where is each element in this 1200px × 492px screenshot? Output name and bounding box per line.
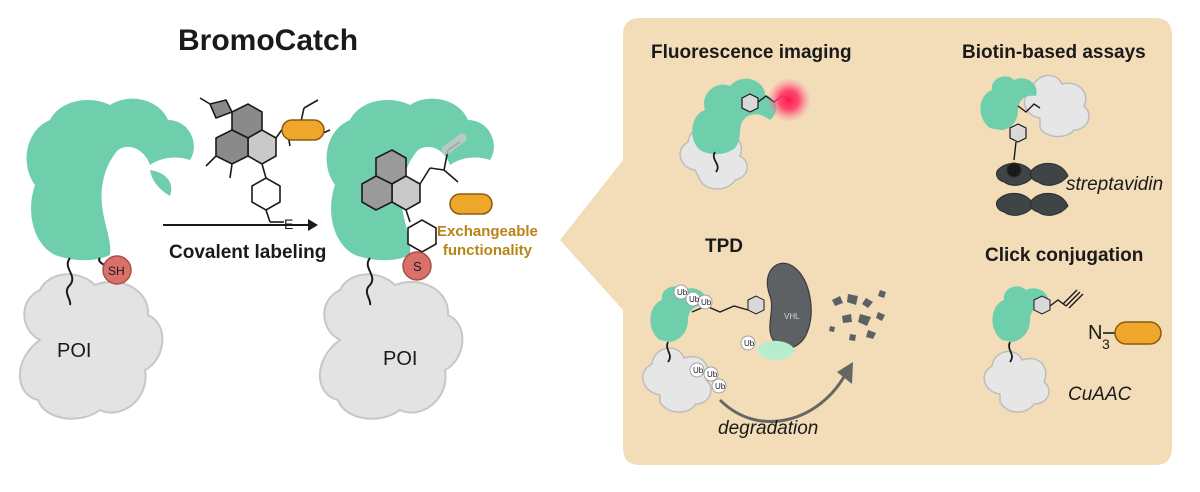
poi-label-middle: POI bbox=[383, 348, 418, 370]
exchangeable-line-1: Exchangeable bbox=[437, 223, 538, 240]
reaction-arrow-label: Covalent labeling bbox=[169, 242, 327, 263]
cuaac-label: CuAAC bbox=[1068, 384, 1132, 405]
poi-label-left: POI bbox=[57, 340, 92, 362]
fluorescence-illustration bbox=[679, 78, 811, 190]
streptavidin-tetramer bbox=[996, 162, 1069, 216]
ub-label-3: Ub bbox=[701, 298, 712, 307]
fluorescence-imaging-title: Fluorescence imaging bbox=[651, 42, 852, 63]
click-conjugation-title: Click conjugation bbox=[985, 245, 1144, 266]
bound-ligand bbox=[361, 141, 461, 261]
elongin-complex bbox=[757, 340, 795, 360]
functional-tag-bound bbox=[449, 193, 493, 215]
cysteine-thiol bbox=[102, 255, 132, 285]
ligand-highlight bbox=[441, 133, 467, 155]
degradation-arrow bbox=[718, 374, 847, 423]
biotin-assays-title: Biotin-based assays bbox=[962, 42, 1146, 63]
linker-left bbox=[65, 257, 74, 306]
azide-n-label: N bbox=[1088, 322, 1103, 344]
exchangeable-functionality-label: Exchangeable functionality bbox=[437, 222, 538, 260]
bromodomain-middle bbox=[326, 98, 494, 261]
ub-label-4: Ub bbox=[744, 339, 755, 348]
ub-label-5: Ub bbox=[693, 366, 704, 375]
functional-tag-click bbox=[1114, 321, 1162, 345]
leaving-group-label: E bbox=[284, 216, 294, 232]
ub-label-6: Ub bbox=[707, 370, 718, 379]
functional-tag-reagent bbox=[281, 119, 325, 141]
biotin-illustration bbox=[980, 74, 1090, 216]
poi-left bbox=[18, 273, 164, 420]
exchangeable-line-2: functionality bbox=[442, 242, 533, 259]
ub-label-1: Ub bbox=[677, 288, 688, 297]
ub-label-2: Ub bbox=[689, 295, 700, 304]
vhl-label: VHL bbox=[784, 312, 800, 321]
reaction-arrow bbox=[163, 219, 318, 231]
degraded-fragments bbox=[829, 290, 886, 341]
click-illustration bbox=[983, 286, 1162, 413]
linker-middle bbox=[365, 257, 374, 306]
tpd-title: TPD bbox=[705, 236, 743, 257]
fluorophore bbox=[767, 78, 811, 122]
degradation-label: degradation bbox=[718, 418, 819, 439]
cysteine-thioether bbox=[402, 251, 432, 281]
streptavidin-label: streptavidin bbox=[1066, 174, 1164, 195]
tpd-illustration bbox=[642, 262, 886, 423]
thioether-label: S bbox=[413, 259, 422, 274]
thiol-label: SH bbox=[108, 264, 125, 278]
bromocatch-reagent bbox=[199, 97, 331, 223]
bromodomain-left bbox=[26, 98, 194, 261]
azide-subscript: 3 bbox=[1102, 336, 1110, 352]
poi-middle bbox=[318, 273, 464, 420]
ubiquitin-chains bbox=[673, 284, 756, 394]
ub-label-7: Ub bbox=[715, 382, 726, 391]
page-title: BromoCatch bbox=[178, 24, 359, 57]
